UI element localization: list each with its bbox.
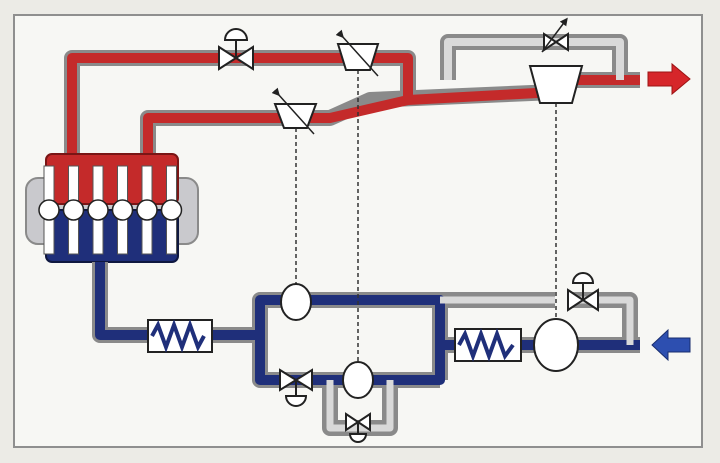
cylinder-piston-icon — [62, 199, 85, 221]
turbine-bypass-control-valve-icon — [541, 17, 569, 53]
cylinder-piston-icon — [87, 199, 109, 221]
hp-compressor-icon — [280, 283, 312, 321]
cylinder-piston-icon — [111, 199, 134, 221]
cylinder-piston-icon — [160, 199, 183, 221]
cylinder-piston-icon — [38, 199, 60, 221]
compressor-bypass-valve-icon — [567, 272, 599, 312]
mp-compressor-icon — [342, 361, 374, 399]
exhaust-turbine-icon — [528, 65, 584, 104]
wastegate-valve-icon — [218, 28, 254, 71]
inlet-bypass-valve-icon — [279, 368, 313, 407]
charge-air-cooler-icon — [147, 319, 213, 353]
lp-compressor-icon — [533, 318, 579, 372]
mp-bypass-valve-icon — [345, 412, 371, 443]
inter-cooler-icon — [454, 328, 522, 362]
lp-turbine-icon — [335, 29, 380, 77]
cylinder-piston-icon — [136, 199, 158, 221]
exhaust-outlet-arrow-icon — [647, 62, 691, 96]
intake-inlet-arrow-icon — [651, 328, 691, 362]
engine-block-icon — [25, 153, 199, 263]
hp-turbine-icon — [271, 87, 318, 135]
intake-pipe-network — [92, 262, 640, 436]
turbo-shaft-lines — [295, 70, 557, 364]
